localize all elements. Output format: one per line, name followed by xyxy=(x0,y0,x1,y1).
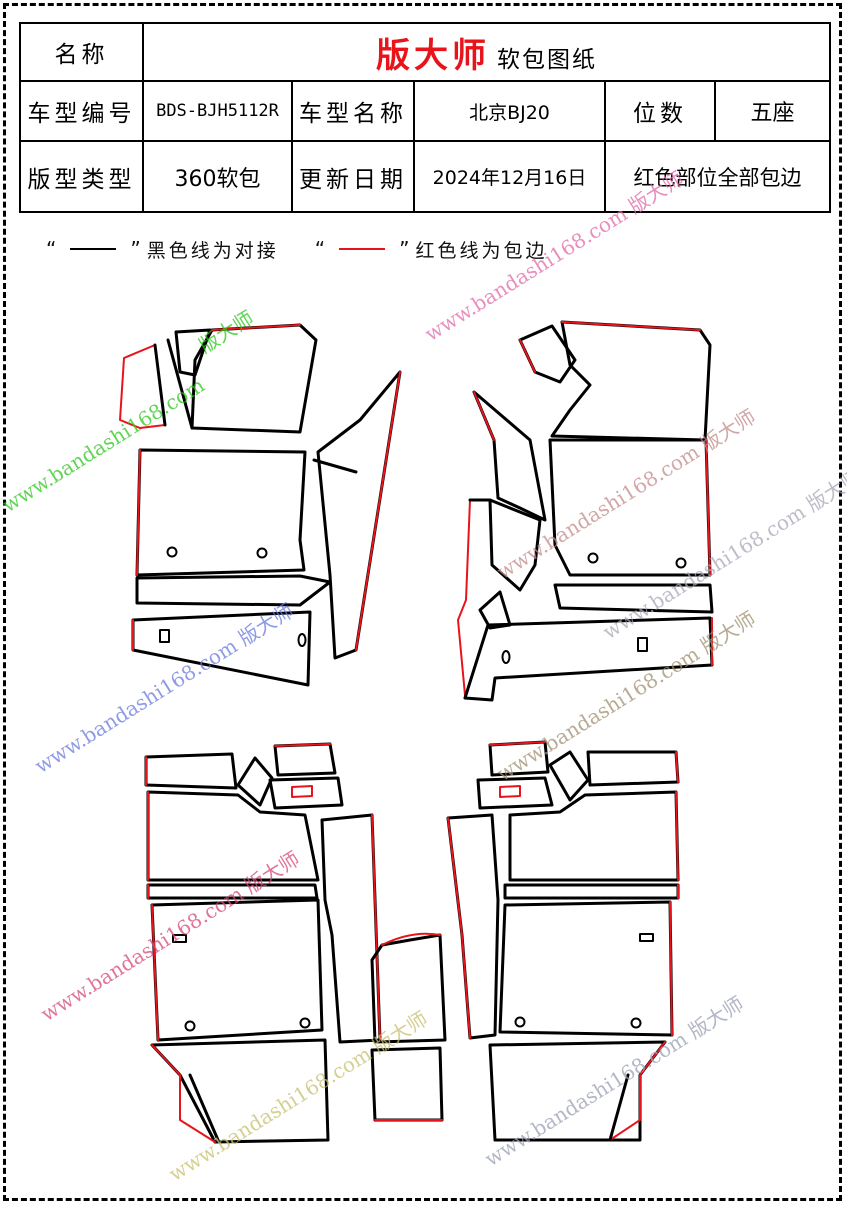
spec-table: 名称 版大师 软包图纸 车型编号 BDS-BJH5112R 车型名称 北京BJ2… xyxy=(19,22,832,213)
piece-rear-right-main xyxy=(503,790,680,900)
piece-rear-right-top-strip xyxy=(476,740,680,810)
piece-rear-right-seat-floor xyxy=(498,900,674,1037)
model-name-value: 北京BJ20 xyxy=(413,80,606,142)
piece-rear-left-top-strip xyxy=(144,742,344,810)
piece-rear-left-main xyxy=(146,790,320,900)
update-date-value: 2024年12月16日 xyxy=(413,140,606,213)
piece-right-tunnel xyxy=(457,390,547,696)
red-line-text: 红色线为包边 xyxy=(415,239,548,262)
legend-open-quote: “ xyxy=(46,237,57,261)
title-cell: 版大师 软包图纸 xyxy=(141,22,832,82)
black-line-swatch xyxy=(70,248,117,250)
piece-front-right-bottom xyxy=(463,590,714,702)
edge-note: 红色部位全部包边 xyxy=(603,140,832,213)
piece-front-left-footwell xyxy=(135,448,307,577)
seats-value: 五座 xyxy=(713,80,832,142)
name-label: 名称 xyxy=(19,22,144,82)
black-line-text: 黑色线为对接 xyxy=(146,239,279,262)
brand-subtitle: 软包图纸 xyxy=(497,46,598,73)
pattern-type-value: 360软包 xyxy=(142,140,293,213)
seats-label: 位数 xyxy=(604,80,716,142)
brand-title: 版大师 xyxy=(376,35,491,76)
piece-front-right-sill xyxy=(553,583,714,614)
legend-open-quote-2: “ xyxy=(314,237,326,261)
red-line-swatch xyxy=(339,248,386,250)
piece-rear-right-tunnel xyxy=(446,813,500,1040)
update-label: 更新日期 xyxy=(291,140,415,213)
piece-rear-left-tunnel xyxy=(320,813,382,1044)
piece-front-left-sill xyxy=(135,574,332,607)
piece-left-tunnel xyxy=(312,370,402,660)
pattern-type-label: 版型类型 xyxy=(19,140,144,213)
model-code-value: BDS-BJH5112R xyxy=(142,80,293,142)
model-code-label: 车型编号 xyxy=(19,80,144,142)
piece-front-left-corner xyxy=(119,328,212,430)
piece-front-left-bottom xyxy=(131,610,312,687)
dashed-border xyxy=(3,3,842,1201)
legend-close-quote-2: ” xyxy=(399,237,410,261)
piece-rear-right-bottom xyxy=(488,1040,667,1142)
piece-rear-left-seat-floor xyxy=(150,898,324,1042)
legend-close-quote: ” xyxy=(130,237,141,261)
model-name-label: 车型名称 xyxy=(291,80,415,142)
line-legend: “ ” 黑色线为对接 “ ” 红色线为包边 xyxy=(40,234,578,264)
piece-front-right-upper xyxy=(518,320,712,442)
piece-center-tunnel xyxy=(370,932,447,1122)
piece-rear-left-bottom xyxy=(150,1038,330,1144)
piece-front-left-upper xyxy=(190,323,318,434)
